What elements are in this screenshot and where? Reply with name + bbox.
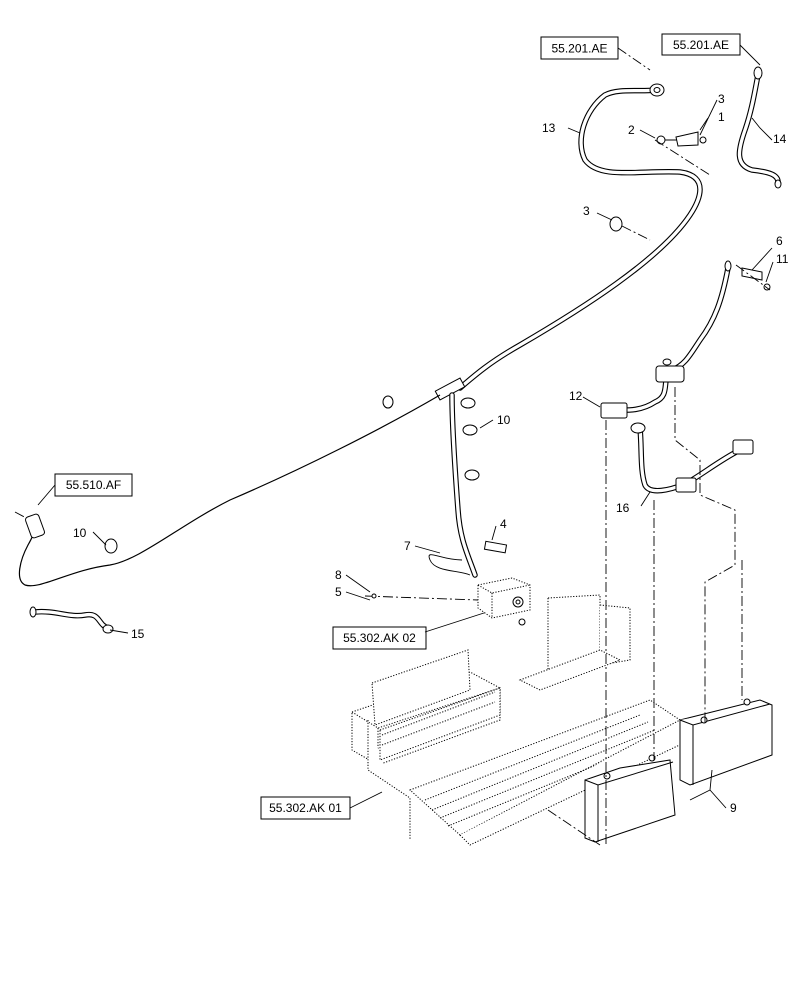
hardware-items-1-2-3 xyxy=(609,131,711,241)
callout-2: 2 xyxy=(628,123,635,137)
reference-box-55302-02[interactable]: 55.302.AK 02 xyxy=(332,626,427,650)
callout-11: 11 xyxy=(776,252,789,266)
reference-box-55201-right[interactable]: 55.201.AE xyxy=(661,33,741,56)
callout-13: 13 xyxy=(542,121,556,135)
wire-loop-item-7 xyxy=(428,554,471,576)
callout-leaders xyxy=(92,99,774,809)
reference-box-55510[interactable]: 55.510.AF xyxy=(54,473,133,497)
callout-9: 9 xyxy=(730,801,737,815)
svg-text:55.201.AE: 55.201.AE xyxy=(551,42,607,56)
callout-14: 14 xyxy=(773,132,787,146)
battery-disconnect-switch xyxy=(364,577,531,626)
callout-15: 15 xyxy=(131,627,145,641)
battery-item-9-front xyxy=(584,754,676,843)
callout-4: 4 xyxy=(500,517,507,531)
svg-text:55.302.AK 01: 55.302.AK 01 xyxy=(269,801,342,815)
clip-item-10-group xyxy=(104,397,480,554)
battery-item-9-rear xyxy=(679,698,773,786)
callout-12: 12 xyxy=(569,389,583,403)
callout-7: 7 xyxy=(404,539,411,553)
cable-item-13 xyxy=(18,83,703,587)
harness-item-16 xyxy=(630,422,754,494)
callout-8: 8 xyxy=(335,568,342,582)
callout-10-right: 10 xyxy=(497,413,511,427)
callout-6: 6 xyxy=(776,234,783,248)
svg-text:55.302.AK 02: 55.302.AK 02 xyxy=(343,631,416,645)
cable-item-14 xyxy=(736,66,782,189)
callout-1: 1 xyxy=(718,110,725,124)
callout-3-middle: 3 xyxy=(583,204,590,218)
svg-text:55.201.AE: 55.201.AE xyxy=(673,38,729,52)
callout-5: 5 xyxy=(335,585,342,599)
callout-3-top: 3 xyxy=(718,92,725,106)
svg-text:55.510.AF: 55.510.AF xyxy=(66,478,121,492)
callout-10-left: 10 xyxy=(73,526,87,540)
callout-16: 16 xyxy=(616,501,630,515)
cable-item-15 xyxy=(29,606,114,634)
reference-box-55201-left[interactable]: 55.201.AE xyxy=(540,36,619,60)
battery-tray xyxy=(351,594,691,846)
harness-item-12 xyxy=(600,260,771,419)
reference-box-55302-01[interactable]: 55.302.AK 01 xyxy=(260,796,351,820)
tray-perforation xyxy=(424,714,663,827)
pin-item-4 xyxy=(483,540,508,554)
